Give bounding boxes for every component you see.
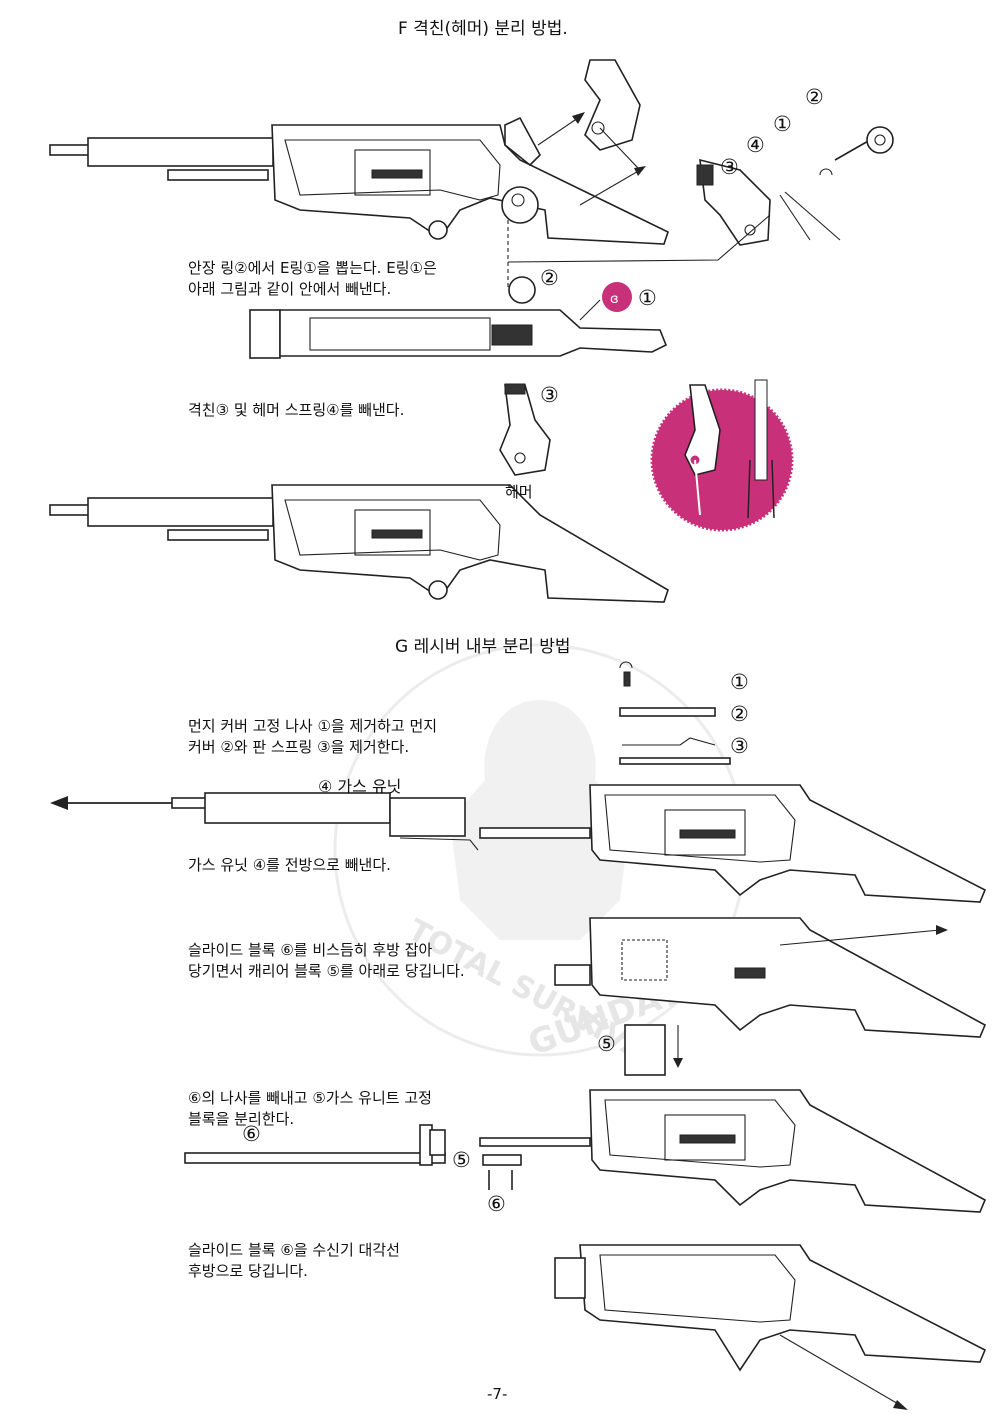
section-g-step1-line1: 먼지 커버 고정 나사 ①을 제거하고 먼지 bbox=[188, 717, 438, 735]
callout-6a: ⑥ bbox=[487, 1192, 506, 1216]
section-g-step1-line2: 커버 ②와 판 스프링 ③을 제거한다. bbox=[188, 738, 410, 756]
receiver-diagram-g2 bbox=[554, 917, 987, 1076]
callout-hammer-3: ③ bbox=[540, 383, 559, 407]
section-g-step2: 가스 유닛 ④를 전방으로 빼낸다. bbox=[188, 856, 391, 874]
section-g-step3-line2: 당기면서 캐리어 블록 ⑤를 아래로 당깁니다. bbox=[188, 962, 465, 980]
gas-unit-diagram bbox=[50, 792, 479, 851]
slide-block-diagram bbox=[184, 1124, 446, 1166]
callout-part-3: ③ bbox=[730, 734, 749, 758]
section-f-step1-line1: 안장 링②에서 E링①을 뽑는다. E링①은 bbox=[188, 259, 437, 277]
receiver-diagram-f2 bbox=[49, 484, 669, 603]
callout-5b: ⑤ bbox=[452, 1148, 471, 1172]
section-g-step5-line2: 후방으로 당깁니다. bbox=[188, 1262, 308, 1280]
callout-6b: ⑥ bbox=[242, 1122, 261, 1146]
callout-5a: ⑤ bbox=[597, 1032, 616, 1056]
page-number: -7- bbox=[487, 1385, 508, 1403]
hammer-exploded bbox=[584, 59, 641, 169]
callout-ering-1: ① bbox=[638, 286, 657, 310]
section-g-step5-line1: 슬라이드 블록 ⑥을 수신기 대각선 bbox=[188, 1241, 400, 1259]
hammer-label: 헤머 bbox=[505, 483, 533, 501]
magnified-detail bbox=[650, 379, 794, 532]
arrow-hammer-out bbox=[537, 112, 646, 206]
section-f-title: F 격친(헤머) 분리 방법. bbox=[398, 19, 568, 39]
ering-highlight bbox=[602, 282, 632, 312]
callout-2: ② bbox=[805, 85, 824, 109]
receiver-topview bbox=[249, 276, 668, 359]
receiver-diagram-f1 bbox=[49, 116, 669, 290]
callout-4: ④ bbox=[746, 133, 765, 157]
callout-part-2: ② bbox=[730, 702, 749, 726]
callout-3: ③ bbox=[720, 155, 739, 179]
callout-ring-2: ② bbox=[540, 266, 559, 290]
ering-group bbox=[507, 126, 894, 263]
parts-stack-g bbox=[619, 661, 731, 765]
hammer-part-3 bbox=[499, 383, 551, 476]
receiver-diagram-g1 bbox=[479, 784, 987, 903]
gas-unit-label: ④ 가스 유닛 bbox=[318, 777, 402, 796]
section-g-title: G 레시버 내부 분리 방법 bbox=[395, 637, 571, 657]
section-g-step4-line1: ⑥의 나사를 빼내고 ⑤가스 유니트 고정 bbox=[188, 1089, 432, 1107]
section-f-step2: 격친③ 및 헤머 스프링④를 빼낸다. bbox=[188, 401, 405, 419]
section-g-step4-line2: 블록을 분리한다. bbox=[188, 1110, 295, 1128]
svg-text:ɞ: ɞ bbox=[610, 292, 619, 307]
receiver-diagram-g3 bbox=[479, 1089, 987, 1213]
receiver-diagram-g4 bbox=[554, 1244, 987, 1410]
section-g-step3-line1: 슬라이드 블록 ⑥를 비스듬히 후방 잡아 bbox=[188, 941, 433, 959]
section-f-step1-line2: 아래 그림과 같이 안에서 빼낸다. bbox=[188, 280, 392, 298]
callout-1: ① bbox=[773, 112, 792, 136]
callout-part-1: ① bbox=[730, 670, 749, 694]
